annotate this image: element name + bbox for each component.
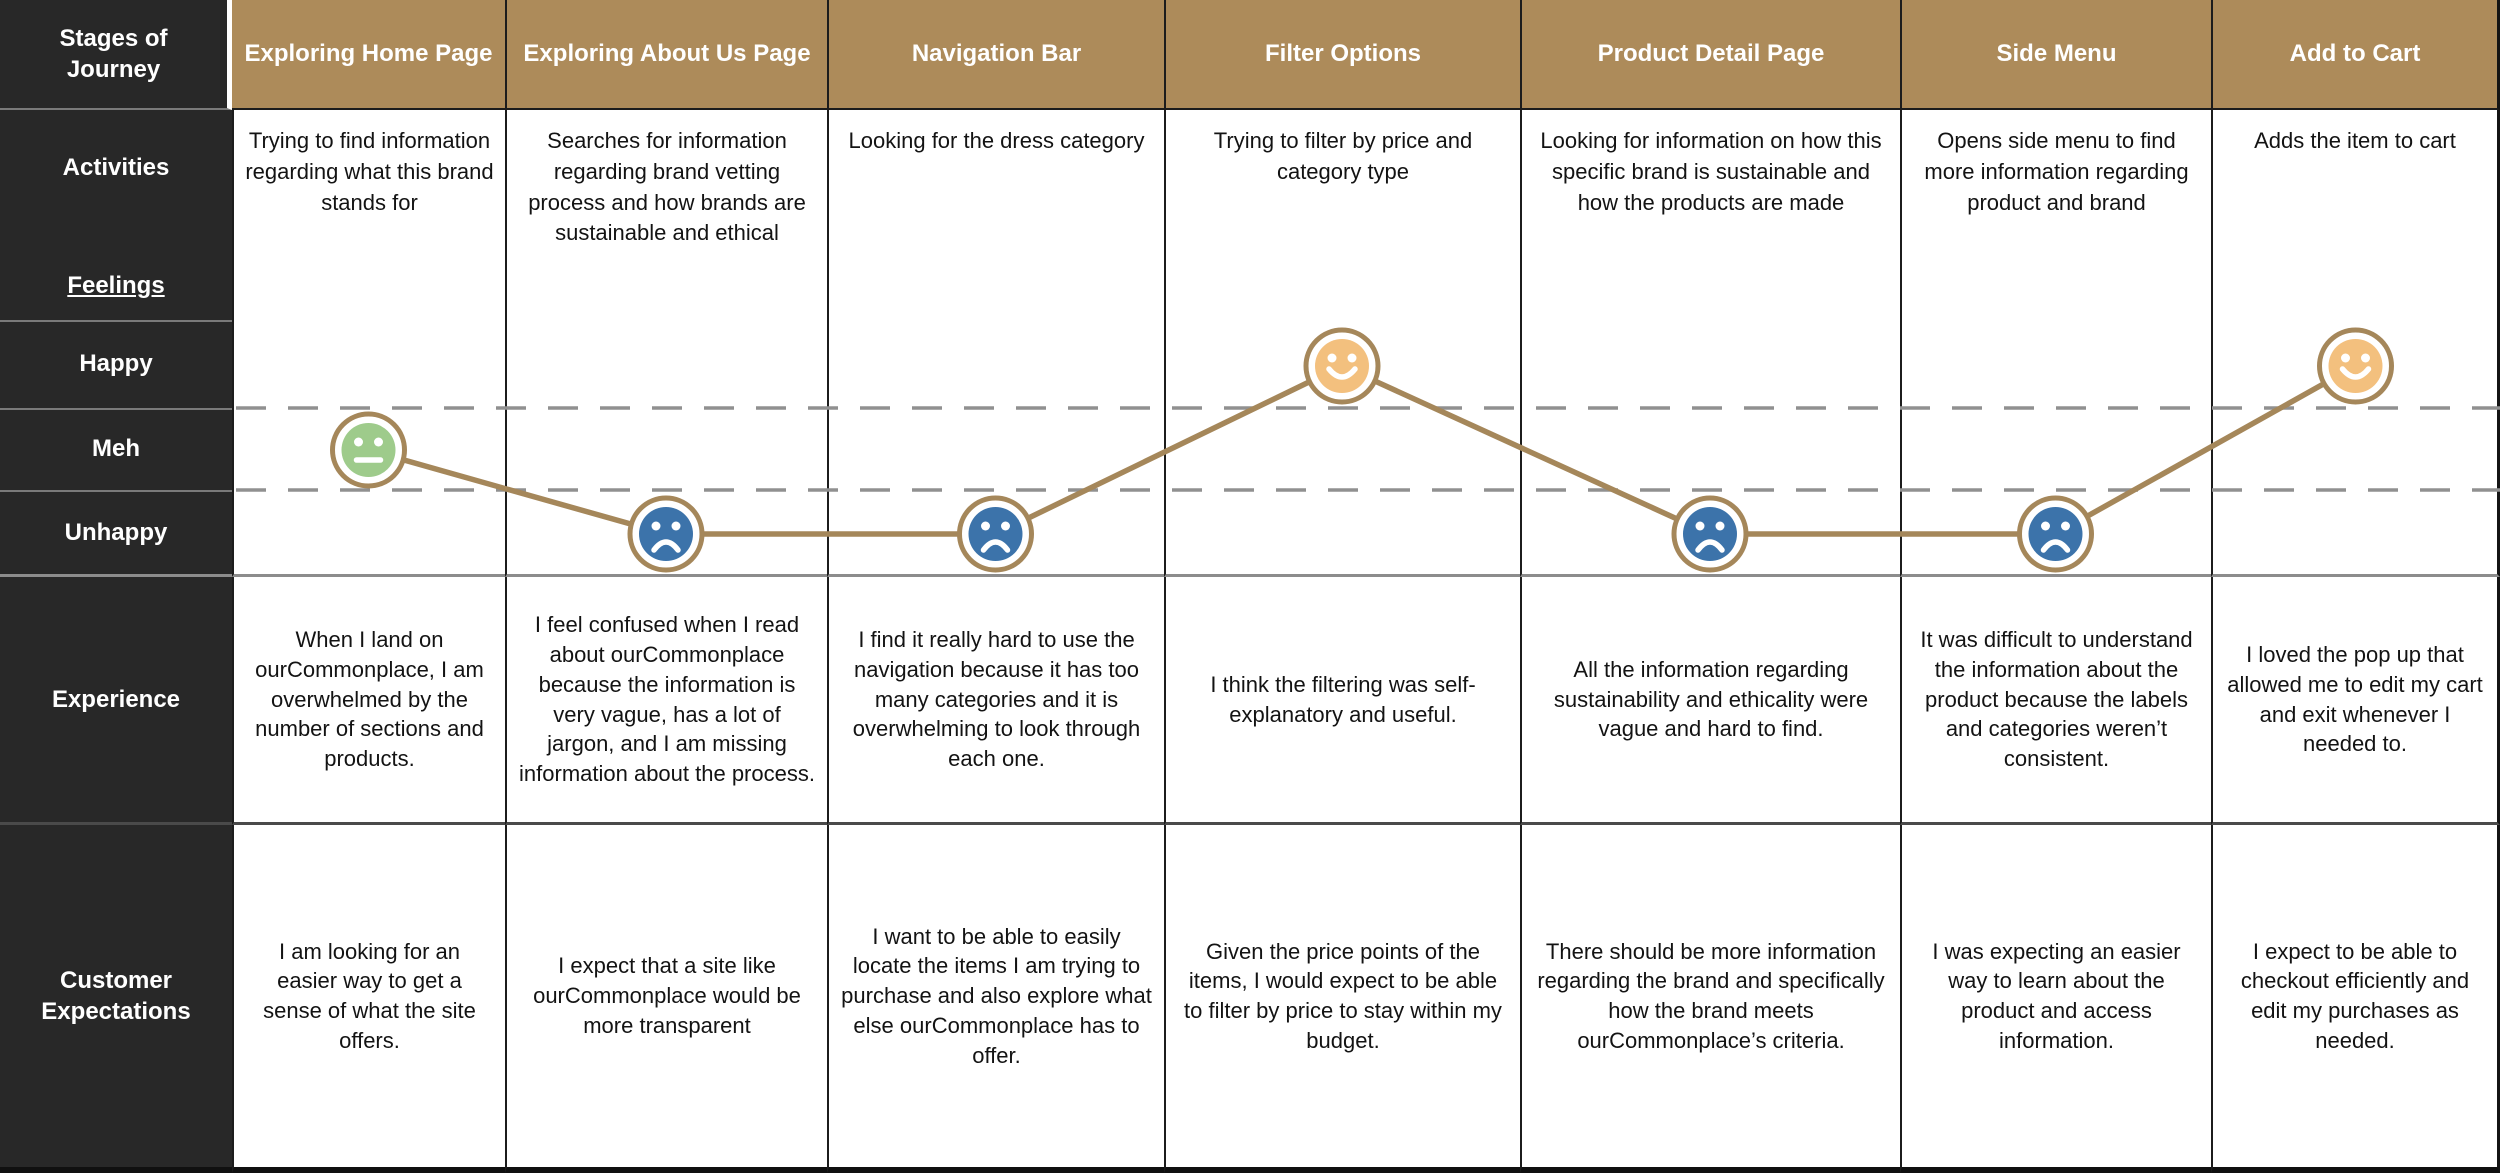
stage-header-label: Side Menu <box>1996 39 2117 67</box>
experience-row-label: Experience <box>51 685 181 713</box>
stage-header-cell: Navigation Bar <box>827 0 1164 110</box>
expectation-text: I want to be able to easily locate the i… <box>841 923 1152 1068</box>
scale-divider <box>0 490 232 492</box>
expectation-cell: I was expecting an easier way to learn a… <box>1900 825 2211 1173</box>
experience-text: I loved the pop up that allowed me to ed… <box>2227 642 2483 757</box>
scale-divider <box>0 408 232 410</box>
expectation-text: I expect that a site like ourCommonplace… <box>533 953 801 1038</box>
stage-header-cell: Add to Cart <box>2211 0 2500 110</box>
corner-cell: Stages of Journey <box>0 0 232 110</box>
feelings-scale-cell: Activities Feelings Happy Meh Unhappy <box>0 110 232 577</box>
experience-cell: I feel confused when I read about ourCom… <box>505 577 827 825</box>
expectation-text: I am looking for an easier way to get a … <box>263 938 476 1053</box>
activity-text: Trying to filter by price and category t… <box>1213 128 1473 184</box>
expectation-cell: There should be more information regardi… <box>1520 825 1900 1173</box>
expectations-row-label-cell: Customer Expectations <box>0 825 232 1173</box>
activities-row-label: Activities <box>62 154 170 181</box>
stage-header-label: Exploring About Us Page <box>523 39 811 67</box>
experience-row-label-cell: Experience <box>0 577 232 825</box>
activity-text: Trying to find information regarding wha… <box>245 128 494 215</box>
experience-text: I think the filtering was self-explanato… <box>1210 671 1476 727</box>
scale-divider <box>0 320 232 322</box>
activity-text: Searches for information regarding brand… <box>528 128 806 246</box>
stage-header-label: Exploring Home Page <box>244 39 493 67</box>
experience-cell: I find it really hard to use the navigat… <box>827 577 1164 825</box>
expectation-cell: I want to be able to easily locate the i… <box>827 825 1164 1173</box>
corner-label: Stages of Journey <box>59 24 168 83</box>
activity-cell: Looking for information on how this spec… <box>1520 110 1900 577</box>
experience-cell: I loved the pop up that allowed me to ed… <box>2211 577 2500 825</box>
stage-header-cell: Exploring Home Page <box>232 0 505 110</box>
expectation-text: Given the price points of the items, I w… <box>1184 938 1502 1053</box>
stage-header-label: Filter Options <box>1265 39 1421 67</box>
activity-text: Looking for information on how this spec… <box>1540 128 1882 215</box>
expectations-row-label: Customer Expectations <box>41 966 191 1025</box>
expectation-cell: I expect to be able to checkout efficien… <box>2211 825 2500 1173</box>
activity-text: Adds the item to cart <box>2254 128 2456 153</box>
stage-header-label: Navigation Bar <box>911 39 1082 67</box>
stage-header-cell: Exploring About Us Page <box>505 0 827 110</box>
experience-text: All the information regarding sustainabi… <box>1553 656 1869 742</box>
experience-text: When I land on ourCommonplace, I am over… <box>255 627 484 772</box>
expectation-cell: I am looking for an easier way to get a … <box>232 825 505 1173</box>
activity-text: Opens side menu to find more information… <box>1924 128 2189 215</box>
experience-cell: I think the filtering was self-explanato… <box>1164 577 1520 825</box>
experience-text: I feel confused when I read about ourCom… <box>519 612 815 786</box>
activity-cell: Trying to find information regarding wha… <box>232 110 505 577</box>
stage-header-cell: Filter Options <box>1164 0 1520 110</box>
activity-cell: Trying to filter by price and category t… <box>1164 110 1520 577</box>
activity-cell: Looking for the dress category <box>827 110 1164 577</box>
activity-cell: Opens side menu to find more information… <box>1900 110 2211 577</box>
stage-header-cell: Side Menu <box>1900 0 2211 110</box>
experience-cell: When I land on ourCommonplace, I am over… <box>232 577 505 825</box>
expectation-text: I expect to be able to checkout efficien… <box>2240 938 2470 1053</box>
activity-cell: Adds the item to cart <box>2211 110 2500 577</box>
meh-level-label: Meh <box>92 435 140 462</box>
activity-text: Looking for the dress category <box>848 128 1145 153</box>
expectation-text: There should be more information regardi… <box>1537 938 1885 1053</box>
stage-header-label: Add to Cart <box>2289 39 2421 67</box>
experience-cell: It was difficult to understand the infor… <box>1900 577 2211 825</box>
unhappy-level-label: Unhappy <box>64 518 168 546</box>
expectation-cell: Given the price points of the items, I w… <box>1164 825 1520 1173</box>
experience-text: I find it really hard to use the navigat… <box>852 627 1141 772</box>
stage-header-cell: Product Detail Page <box>1520 0 1900 110</box>
feelings-row-label: Feelings <box>67 272 165 299</box>
expectation-text: I was expecting an easier way to learn a… <box>1932 938 2181 1053</box>
experience-cell: All the information regarding sustainabi… <box>1520 577 1900 825</box>
experience-text: It was difficult to understand the infor… <box>1920 627 2193 772</box>
happy-level-label: Happy <box>79 350 153 377</box>
expectation-cell: I expect that a site like ourCommonplace… <box>505 825 827 1173</box>
stage-header-label: Product Detail Page <box>1597 39 1825 67</box>
activity-cell: Searches for information regarding brand… <box>505 110 827 577</box>
